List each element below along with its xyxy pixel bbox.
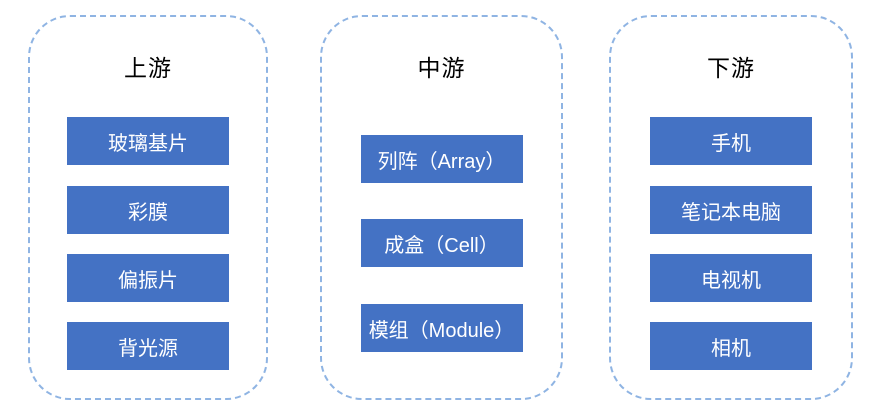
downstream-column: 下游 手机 笔记本电脑 电视机 相机 xyxy=(609,15,853,400)
upstream-title: 上游 xyxy=(124,55,172,81)
downstream-item-laptop: 笔记本电脑 xyxy=(650,186,812,234)
upstream-column: 上游 玻璃基片 彩膜 偏振片 背光源 xyxy=(28,15,268,400)
upstream-item-polarizer: 偏振片 xyxy=(67,254,229,302)
upstream-item-backlight: 背光源 xyxy=(67,322,229,370)
downstream-title: 下游 xyxy=(707,55,755,81)
downstream-item-tv: 电视机 xyxy=(650,254,812,302)
midstream-item-cell: 成盒（Cell） xyxy=(360,219,523,267)
downstream-item-camera: 相机 xyxy=(650,322,812,370)
upstream-item-color-film: 彩膜 xyxy=(67,186,229,234)
midstream-column: 中游 列阵（Array） 成盒（Cell） 模组（Module） xyxy=(320,15,563,400)
downstream-item-phone: 手机 xyxy=(650,117,812,165)
upstream-item-glass-substrate: 玻璃基片 xyxy=(67,117,229,165)
midstream-item-module: 模组（Module） xyxy=(360,304,523,352)
midstream-item-array: 列阵（Array） xyxy=(360,135,523,183)
midstream-title: 中游 xyxy=(417,55,466,81)
